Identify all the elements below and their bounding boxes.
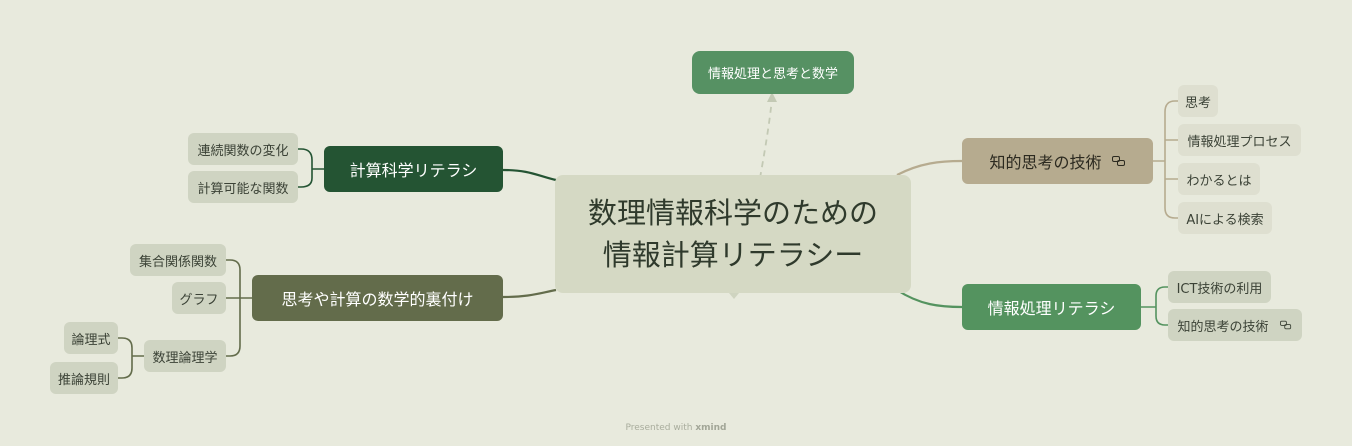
edge-keisan-children	[298, 148, 324, 188]
link-icon[interactable]	[1279, 320, 1292, 330]
edge-central-joho	[896, 289, 963, 309]
edge-logic-children	[118, 337, 144, 379]
branch-chiteki[interactable]: 知的思考の技術	[962, 138, 1153, 184]
branch-joho[interactable]: 情報処理リテラシ	[962, 284, 1141, 330]
presented-with-footer: Presented with xmind	[0, 423, 1352, 433]
subtopic-chiteki-1[interactable]: 思考	[1178, 85, 1218, 117]
edge-central-chiteki	[896, 159, 963, 176]
branch-chiteki-label: 知的思考の技術	[989, 153, 1102, 172]
subtopic-logic-1[interactable]: 論理式	[64, 322, 118, 354]
subtopic-joho-2-label: 知的思考の技術	[1177, 319, 1269, 335]
edge-shikou-children	[226, 259, 252, 357]
relationship-arrow-head	[767, 92, 777, 102]
subtopic-chiteki-4[interactable]: AIによる検索	[1178, 202, 1272, 234]
edge-central-keisan	[502, 168, 557, 182]
central-title-line1: 数理情報科学のための	[587, 196, 878, 230]
footer-presented: Presented with	[625, 423, 693, 433]
subtopic-joho-1[interactable]: ICT技術の利用	[1168, 271, 1271, 303]
link-icon[interactable]	[1111, 156, 1126, 166]
subtopic-keisan-2[interactable]: 計算可能な関数	[188, 171, 298, 203]
edge-joho-children	[1141, 286, 1168, 326]
subtopic-shikou-1[interactable]: 集合関係関数	[130, 244, 226, 276]
subtopic-chiteki-2[interactable]: 情報処理プロセス	[1178, 124, 1301, 156]
subtopic-shikou-2[interactable]: グラフ	[172, 282, 226, 314]
central-title-line2: 情報計算リテラシー	[602, 238, 864, 272]
branch-keisan[interactable]: 計算科学リテラシ	[324, 146, 503, 192]
edge-central-shikou	[502, 288, 557, 299]
subtopic-shikou-3[interactable]: 数理論理学	[144, 340, 226, 372]
central-anchor-mark	[729, 293, 739, 299]
floating-topic[interactable]: 情報処理と思考と数学	[692, 51, 854, 94]
subtopic-logic-2[interactable]: 推論規則	[50, 362, 118, 394]
relationship-dashed-line	[759, 97, 773, 179]
edge-chiteki-children	[1153, 100, 1178, 219]
subtopic-joho-2[interactable]: 知的思考の技術	[1168, 309, 1302, 341]
central-topic[interactable]: 数理情報科学のための 情報計算リテラシー	[555, 175, 911, 293]
subtopic-chiteki-3[interactable]: わかるとは	[1178, 163, 1260, 195]
footer-brand[interactable]: xmind	[695, 423, 727, 433]
subtopic-keisan-1[interactable]: 連続関数の変化	[188, 133, 298, 165]
branch-shikou[interactable]: 思考や計算の数学的裏付け	[252, 275, 503, 321]
